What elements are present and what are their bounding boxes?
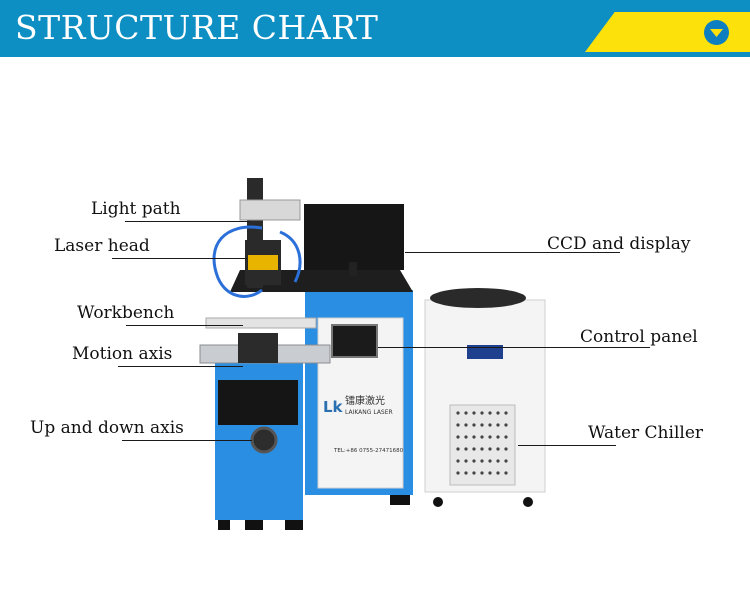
fiber-cable xyxy=(212,225,263,298)
label-ccd-display: CCD and display xyxy=(547,234,691,254)
page-title: STRUCTURE CHART xyxy=(15,8,379,47)
leader-light-path xyxy=(125,221,250,222)
leader-water-chiller xyxy=(518,445,616,446)
leader-motion-axis xyxy=(118,366,243,367)
label-laser-head: Laser head xyxy=(54,236,150,256)
leader-control-panel xyxy=(378,347,650,348)
up-down-handwheel xyxy=(250,426,278,454)
workbench-plate xyxy=(205,317,317,329)
brand-en: LAIKANG LASER xyxy=(345,409,393,416)
up-down-bellows xyxy=(218,380,298,425)
label-control-panel: Control panel xyxy=(580,327,698,347)
label-light-path: Light path xyxy=(91,199,181,219)
chiller-fan xyxy=(430,288,526,308)
leader-laser-head xyxy=(112,258,247,259)
brand-logo: Lk xyxy=(323,398,344,416)
control-screen xyxy=(331,324,378,358)
ccd-monitor xyxy=(304,204,404,270)
brand-cn: 镭康激光 xyxy=(345,394,385,407)
chiller-display xyxy=(467,345,503,359)
leader-workbench xyxy=(126,325,243,326)
chevron-down-icon[interactable] xyxy=(704,20,729,45)
label-water-chiller: Water Chiller xyxy=(588,423,704,443)
phone-text: TEL:+86 0755-27471680 xyxy=(333,448,404,454)
leader-ccd-display xyxy=(405,252,620,253)
label-up-down-axis: Up and down axis xyxy=(30,418,184,438)
label-motion-axis: Motion axis xyxy=(72,344,173,364)
leader-up-down-axis xyxy=(122,440,252,441)
label-workbench: Workbench xyxy=(77,303,175,323)
